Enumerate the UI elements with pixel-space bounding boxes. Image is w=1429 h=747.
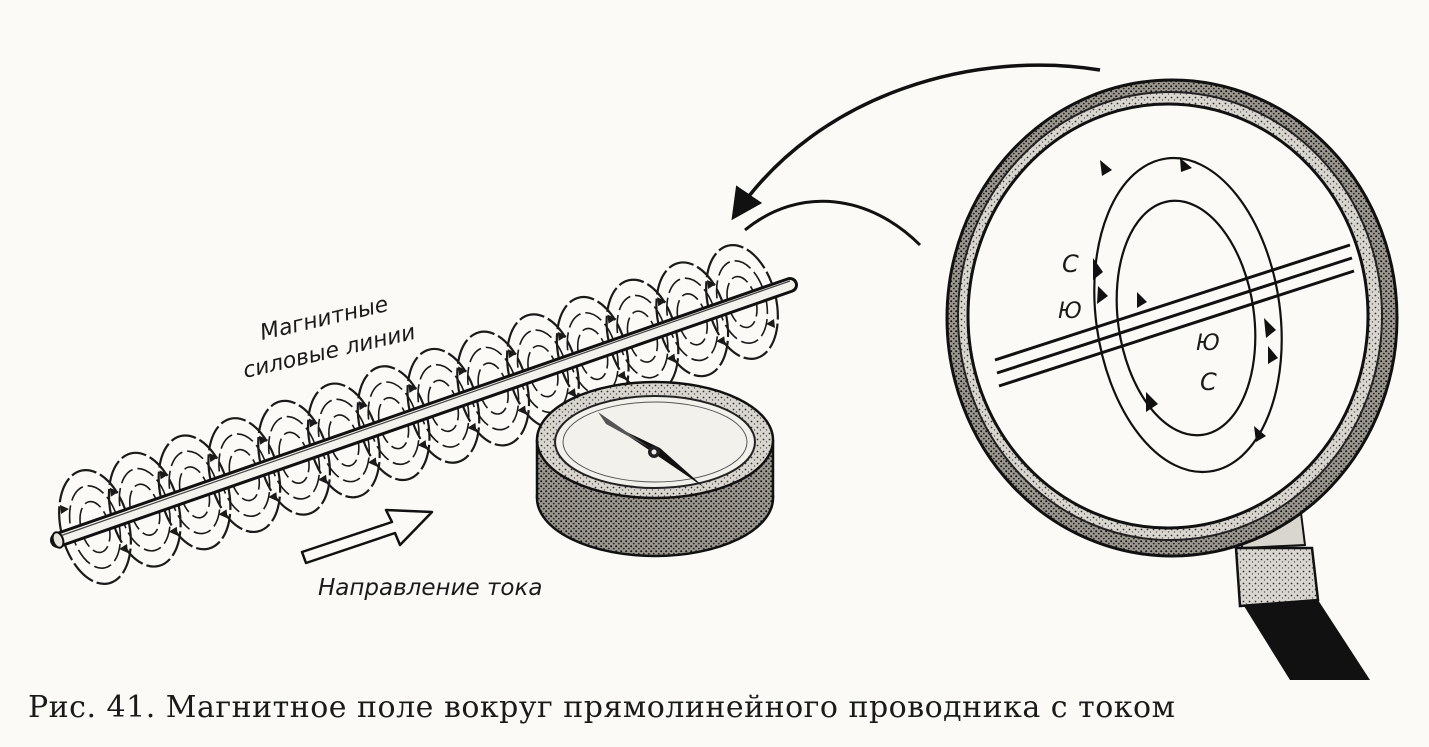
compass-icon [535,380,775,558]
pole-label-south-right: Ю [1196,331,1220,356]
pointer-arrow-icon [731,63,1101,247]
current-direction-label: Направление тока [318,575,542,601]
magnifying-glass-icon: С Ю Ю С [945,78,1399,680]
pole-label-north-right: С [1200,368,1217,396]
pole-label-north-left: С [1062,250,1079,278]
wire [50,277,798,549]
figure-caption: Рис. 41. Магнитное поле вокруг прямолине… [28,690,1176,725]
pole-label-south-left: Ю [1058,299,1082,324]
current-direction-arrow-icon [300,508,434,565]
